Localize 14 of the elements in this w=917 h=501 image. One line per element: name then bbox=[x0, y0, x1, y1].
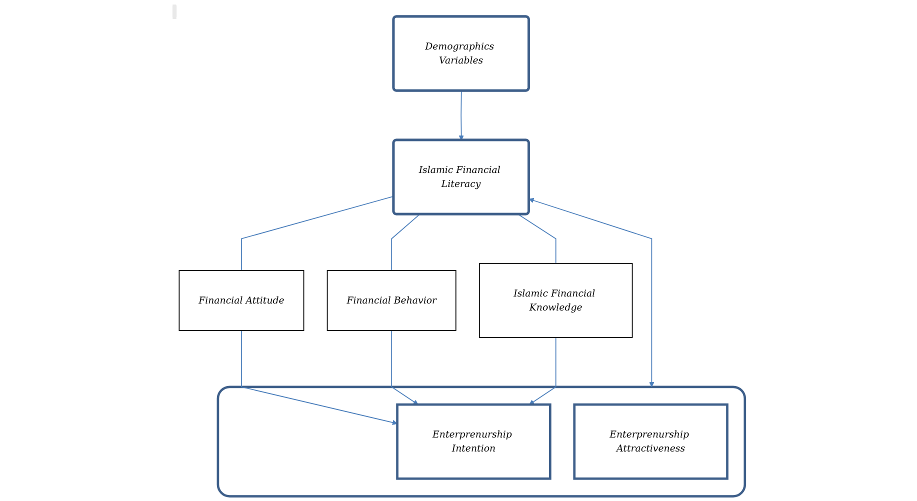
arrow bbox=[528, 337, 556, 405]
node-box: Enterprenurship Intention bbox=[396, 403, 552, 480]
arrow bbox=[528, 198, 654, 388]
node-box: Financial Behavior bbox=[326, 270, 456, 331]
cluster bbox=[216, 386, 746, 498]
arrow bbox=[458, 90, 464, 140]
arrow bbox=[390, 330, 418, 405]
node-box: Enterprenurship Attractiveness bbox=[572, 403, 728, 480]
node-box: Financial Attitude bbox=[178, 270, 304, 331]
connector bbox=[517, 214, 556, 264]
connector bbox=[240, 196, 394, 271]
arrow bbox=[240, 330, 398, 426]
connector bbox=[390, 214, 420, 271]
node-box: Islamic Financial Knowledge bbox=[478, 263, 632, 338]
